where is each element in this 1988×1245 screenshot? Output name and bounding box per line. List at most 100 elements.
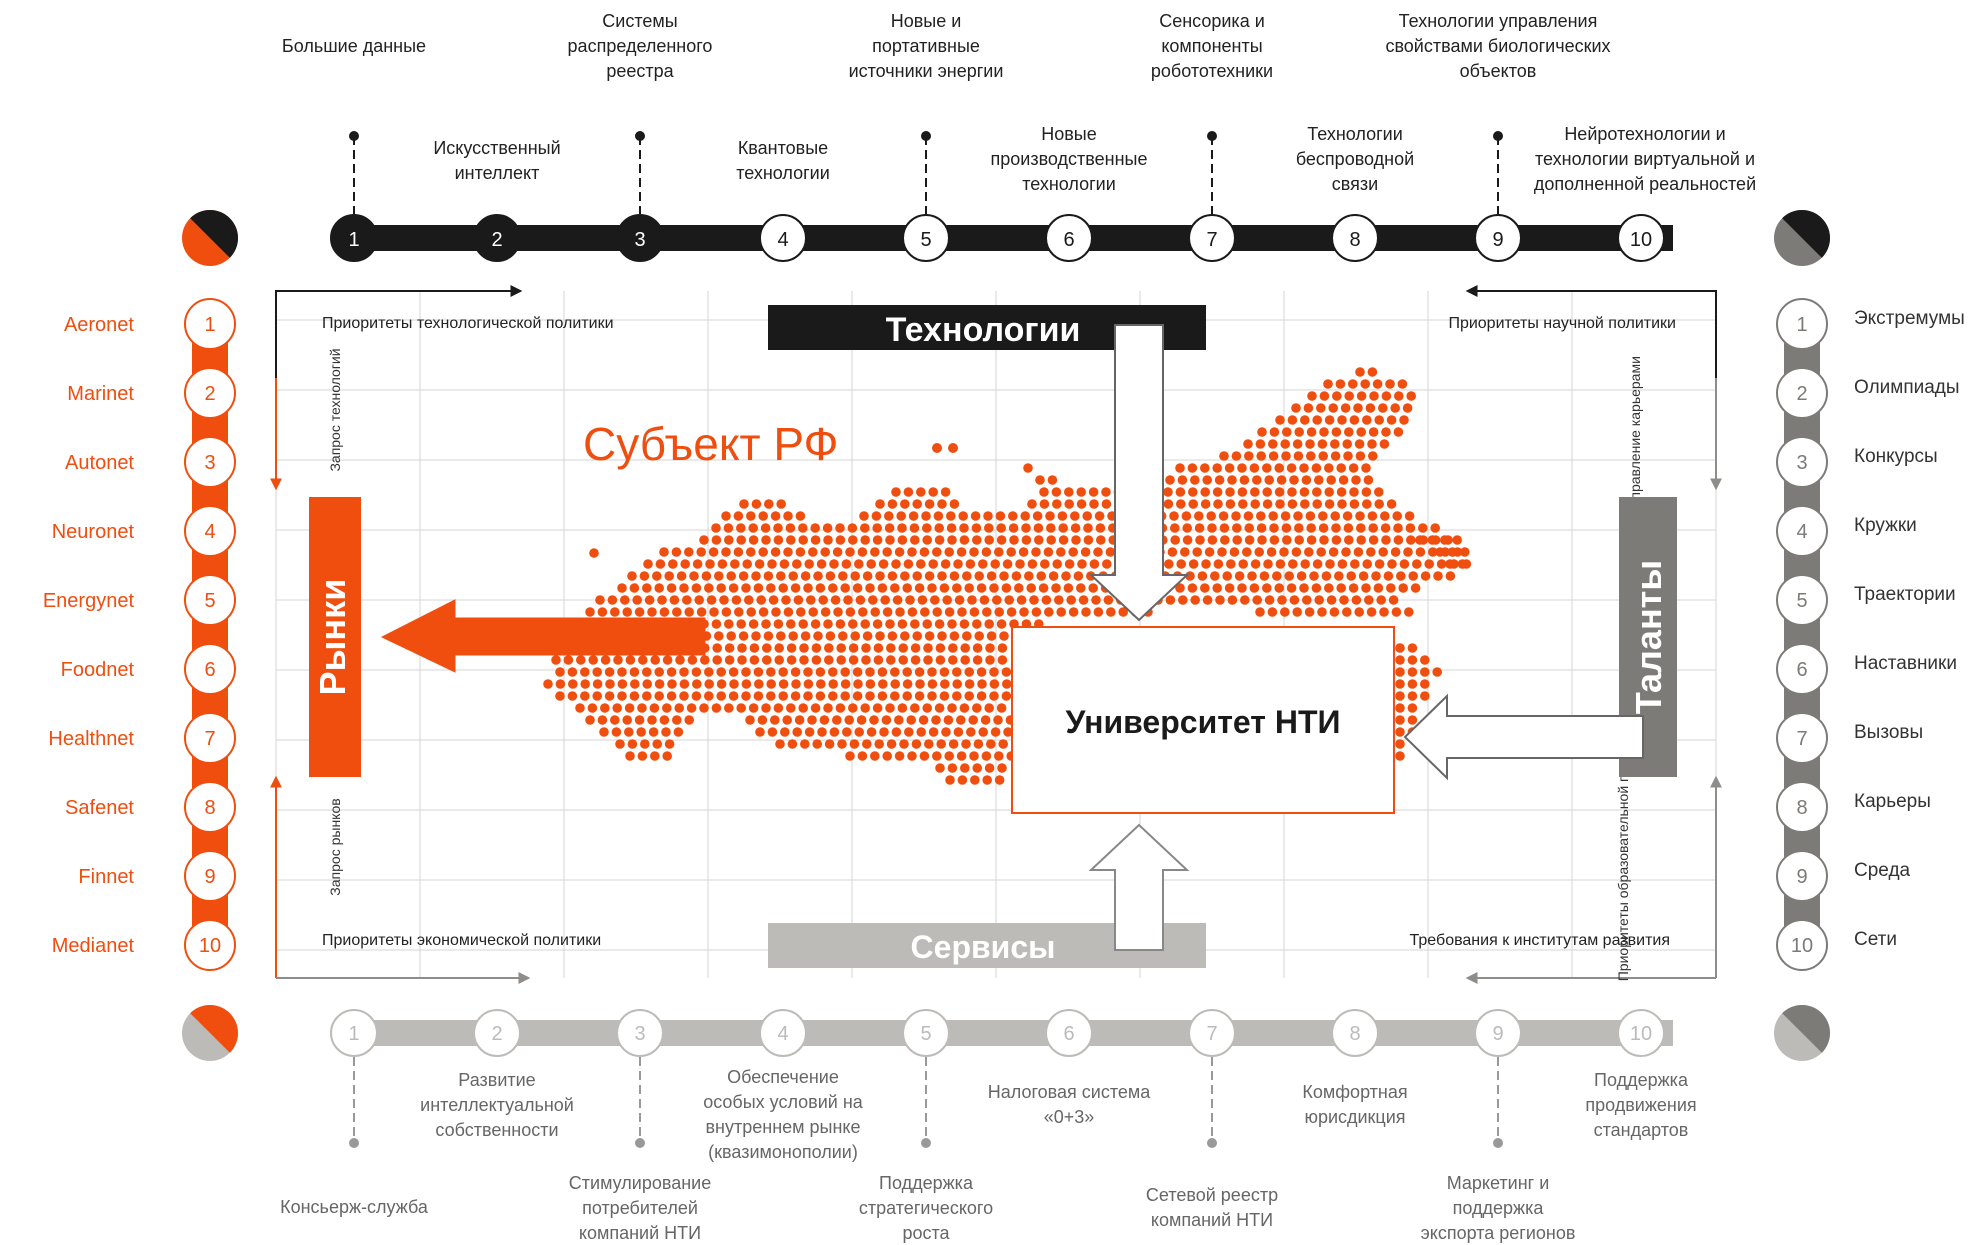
map-dot xyxy=(969,751,979,761)
map-dot xyxy=(885,619,895,629)
map-dot xyxy=(1353,547,1364,557)
map-dot xyxy=(997,655,1008,665)
map-dot xyxy=(1064,487,1074,497)
map-dot xyxy=(813,571,823,581)
map-dot xyxy=(607,595,618,605)
map-dot xyxy=(1424,559,1434,569)
map-dot xyxy=(766,679,776,689)
map-dot xyxy=(706,595,717,605)
map-dot xyxy=(1102,559,1112,569)
map-dot xyxy=(576,655,586,665)
map-dot xyxy=(1036,571,1046,581)
pie-top-right-icon xyxy=(1774,210,1830,266)
map-dot xyxy=(1232,535,1242,545)
map-dot xyxy=(1314,595,1324,605)
market-label: Healthnet xyxy=(48,728,134,750)
map-dot xyxy=(1374,559,1385,569)
map-dot xyxy=(1445,571,1456,581)
map-dot xyxy=(878,679,888,689)
map-dot xyxy=(792,559,802,569)
map-dot xyxy=(714,631,724,641)
map-dot xyxy=(1395,643,1405,653)
map-dot xyxy=(966,727,976,737)
map-dot xyxy=(939,583,950,593)
map-dot xyxy=(1002,559,1013,569)
map-dot xyxy=(654,691,664,701)
map-dot xyxy=(1188,559,1199,569)
map-dot xyxy=(1263,559,1273,569)
map-dot xyxy=(757,715,768,725)
map-dot xyxy=(1397,379,1408,389)
talent-node xyxy=(1776,298,1828,350)
map-dot xyxy=(969,547,979,557)
talent-label: Среда xyxy=(1854,860,1911,881)
map-dot xyxy=(756,595,766,605)
map-dot xyxy=(1064,499,1074,509)
map-dot xyxy=(847,523,858,533)
map-dot xyxy=(822,523,833,533)
map-dot xyxy=(1318,523,1329,533)
map-dot xyxy=(1282,427,1292,437)
map-dot xyxy=(1175,583,1185,593)
map-dot xyxy=(922,535,932,545)
map-dot xyxy=(680,559,690,569)
map-dot xyxy=(592,691,602,701)
map-dot xyxy=(1201,559,1211,569)
map-dot xyxy=(647,607,657,617)
map-dot xyxy=(1328,547,1339,557)
map-dot xyxy=(855,595,866,605)
map-dot xyxy=(694,595,704,605)
map-dot xyxy=(666,667,677,677)
top-node-number: 1 xyxy=(348,229,359,251)
map-dot xyxy=(978,559,988,569)
map-dot xyxy=(1231,511,1241,521)
map-dot xyxy=(666,691,677,701)
map-dot xyxy=(816,559,827,569)
map-dot xyxy=(1048,571,1059,581)
map-dot xyxy=(1342,511,1353,521)
map-dot xyxy=(1379,607,1389,617)
map-dot xyxy=(659,607,670,617)
map-dot xyxy=(1163,487,1173,497)
map-dot xyxy=(729,679,739,689)
map-dot xyxy=(914,691,925,701)
map-dot xyxy=(1395,691,1405,701)
map-dot xyxy=(1222,571,1232,581)
map-dot xyxy=(1176,499,1186,509)
map-dot xyxy=(1294,535,1304,545)
map-dot xyxy=(1312,487,1322,497)
map-dot xyxy=(1381,391,1392,401)
map-dot xyxy=(679,667,689,677)
map-dot xyxy=(1077,559,1087,569)
map-dot xyxy=(744,595,754,605)
map-dot xyxy=(672,607,682,617)
map-dot xyxy=(1303,403,1314,413)
map-dot xyxy=(1432,667,1442,677)
map-dot xyxy=(580,691,590,701)
talent-node-number: 1 xyxy=(1796,314,1807,336)
talent-node xyxy=(1776,505,1828,557)
map-dot xyxy=(871,511,882,521)
economic-policy-priorities: Приоритеты экономической политики xyxy=(322,932,601,949)
map-dot xyxy=(823,535,833,545)
map-dot xyxy=(853,679,863,689)
map-dot xyxy=(1306,523,1316,533)
map-dot xyxy=(1257,427,1267,437)
map-dot xyxy=(998,739,1008,749)
map-dot xyxy=(1083,535,1094,545)
map-dot xyxy=(764,499,774,509)
map-dot xyxy=(1288,559,1298,569)
map-dot xyxy=(1299,583,1309,593)
map-dot xyxy=(796,607,806,617)
map-dot xyxy=(1066,595,1076,605)
map-dot xyxy=(1015,559,1025,569)
map-dot xyxy=(1035,475,1045,485)
map-dot xyxy=(1363,475,1374,485)
map-dot xyxy=(900,499,910,509)
map-dot xyxy=(977,679,987,689)
map-dot xyxy=(907,607,918,617)
map-dot xyxy=(1250,499,1260,509)
map-dot xyxy=(875,499,885,509)
map-dot xyxy=(630,679,640,689)
